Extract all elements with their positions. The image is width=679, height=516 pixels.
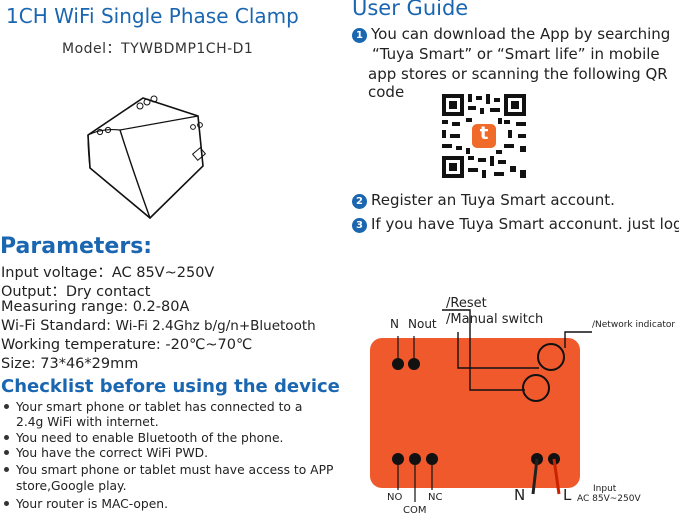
param-output: Output：Dry contact bbox=[1, 284, 151, 300]
param-input-voltage: Input voltage：AC 85V~250V bbox=[1, 265, 215, 281]
checklist-item-2-text: You need to enable Bluetooth of the phon… bbox=[16, 431, 284, 445]
step-3-text: If you have Tuya Smart acconunt. just lo… bbox=[371, 215, 679, 233]
label-network-indicator: /Network indicator bbox=[592, 320, 676, 330]
label-nc: NC bbox=[428, 492, 443, 503]
device-body bbox=[370, 338, 580, 488]
guide-step-1: 1 You can download the App by searching bbox=[352, 24, 670, 44]
param-size: Size: 73*46*29mm bbox=[1, 356, 139, 372]
step-1-line-2: “Tuya Smart” or “Smart life” in mobile bbox=[372, 45, 660, 63]
product-title: 1CH WiFi Single Phase Clamp bbox=[6, 4, 299, 28]
step-number-3: 3 bbox=[352, 218, 367, 233]
terminal-n-top bbox=[392, 358, 404, 370]
checklist-item-4-cont: store,Google play. bbox=[16, 479, 127, 493]
label-nout: Nout bbox=[408, 317, 437, 331]
step-2-text: Register an Tuya Smart account. bbox=[371, 191, 615, 209]
param-working-temperature: Working temperature: -20℃~70℃ bbox=[1, 337, 253, 353]
neutral-wire bbox=[531, 458, 539, 495]
checklist-item-3: You have the correct WiFi PWD. bbox=[4, 446, 208, 461]
user-guide-title: User Guide bbox=[352, 0, 469, 20]
label-n-top: N bbox=[390, 317, 399, 331]
checklist-item-4-text: You smart phone or tablet must have acce… bbox=[16, 463, 334, 477]
checklist-title: Checklist before using the device bbox=[1, 376, 340, 397]
guide-step-2: 2 Register an Tuya Smart account. bbox=[352, 190, 615, 210]
app-qr-code[interactable]: t bbox=[438, 90, 530, 182]
bullet-icon bbox=[4, 501, 9, 506]
param-measuring-range: Measuring range: 0.2-80A bbox=[1, 299, 190, 315]
checklist-item-5: Your router is MAC-open. bbox=[4, 497, 168, 512]
live-wire bbox=[552, 458, 561, 495]
checklist-item-1: Your smart phone or tablet has connected… bbox=[4, 400, 302, 415]
parameters-title: Parameters: bbox=[0, 234, 153, 259]
model-number: Model：TYWBDMP1CH-D1 bbox=[62, 41, 254, 57]
label-manual-switch: /Manual switch bbox=[446, 312, 544, 327]
manual-switch-icon bbox=[522, 374, 550, 402]
checklist-item-5-text: Your router is MAC-open. bbox=[16, 497, 168, 511]
step-1-line-1: You can download the App by searching bbox=[371, 25, 671, 43]
checklist-item-4: You smart phone or tablet must have acce… bbox=[4, 463, 333, 478]
step-number-1: 1 bbox=[352, 28, 367, 43]
terminal-nc bbox=[426, 453, 438, 465]
param-wifi-label: Wi-Fi Standard: bbox=[1, 318, 116, 334]
step-1-line-3: app stores or scanning the following QR bbox=[368, 65, 668, 83]
reset-button-icon bbox=[537, 343, 565, 371]
step-1-line-4: code bbox=[368, 83, 405, 101]
checklist-item-2: You need to enable Bluetooth of the phon… bbox=[4, 431, 283, 446]
checklist-item-1-cont: 2.4g WiFi with internet. bbox=[16, 415, 159, 429]
tuya-logo-icon: t bbox=[479, 123, 489, 144]
bullet-icon bbox=[4, 404, 9, 409]
label-input: Input bbox=[593, 484, 617, 494]
param-wifi-standard: Wi-Fi Standard: Wi-Fi 2.4Ghz b/g/n+Bluet… bbox=[1, 318, 316, 334]
step-number-2: 2 bbox=[352, 194, 367, 209]
qr-code-graphic bbox=[438, 90, 530, 182]
label-com: COM bbox=[403, 505, 427, 516]
wiring-diagram bbox=[370, 309, 592, 502]
label-no: NO bbox=[387, 492, 403, 503]
bullet-icon bbox=[4, 450, 9, 455]
terminal-com bbox=[409, 453, 421, 465]
bullet-icon bbox=[4, 467, 9, 472]
checklist-item-1-text: Your smart phone or tablet has connected… bbox=[16, 400, 303, 414]
terminal-nout bbox=[408, 358, 420, 370]
guide-step-3: 3 If you have Tuya Smart acconunt. just l… bbox=[352, 214, 679, 234]
label-input-range: AC 85V~250V bbox=[577, 494, 641, 504]
device-sketch bbox=[87, 95, 207, 220]
label-l-power: L bbox=[563, 486, 572, 504]
terminal-no bbox=[392, 453, 404, 465]
checklist-item-3-text: You have the correct WiFi PWD. bbox=[16, 446, 208, 460]
label-reset: /Reset bbox=[446, 296, 487, 311]
param-wifi-value: Wi-Fi 2.4Ghz b/g/n+Bluetooth bbox=[115, 318, 316, 334]
label-n-power: N bbox=[514, 486, 526, 504]
bullet-icon bbox=[4, 435, 9, 440]
